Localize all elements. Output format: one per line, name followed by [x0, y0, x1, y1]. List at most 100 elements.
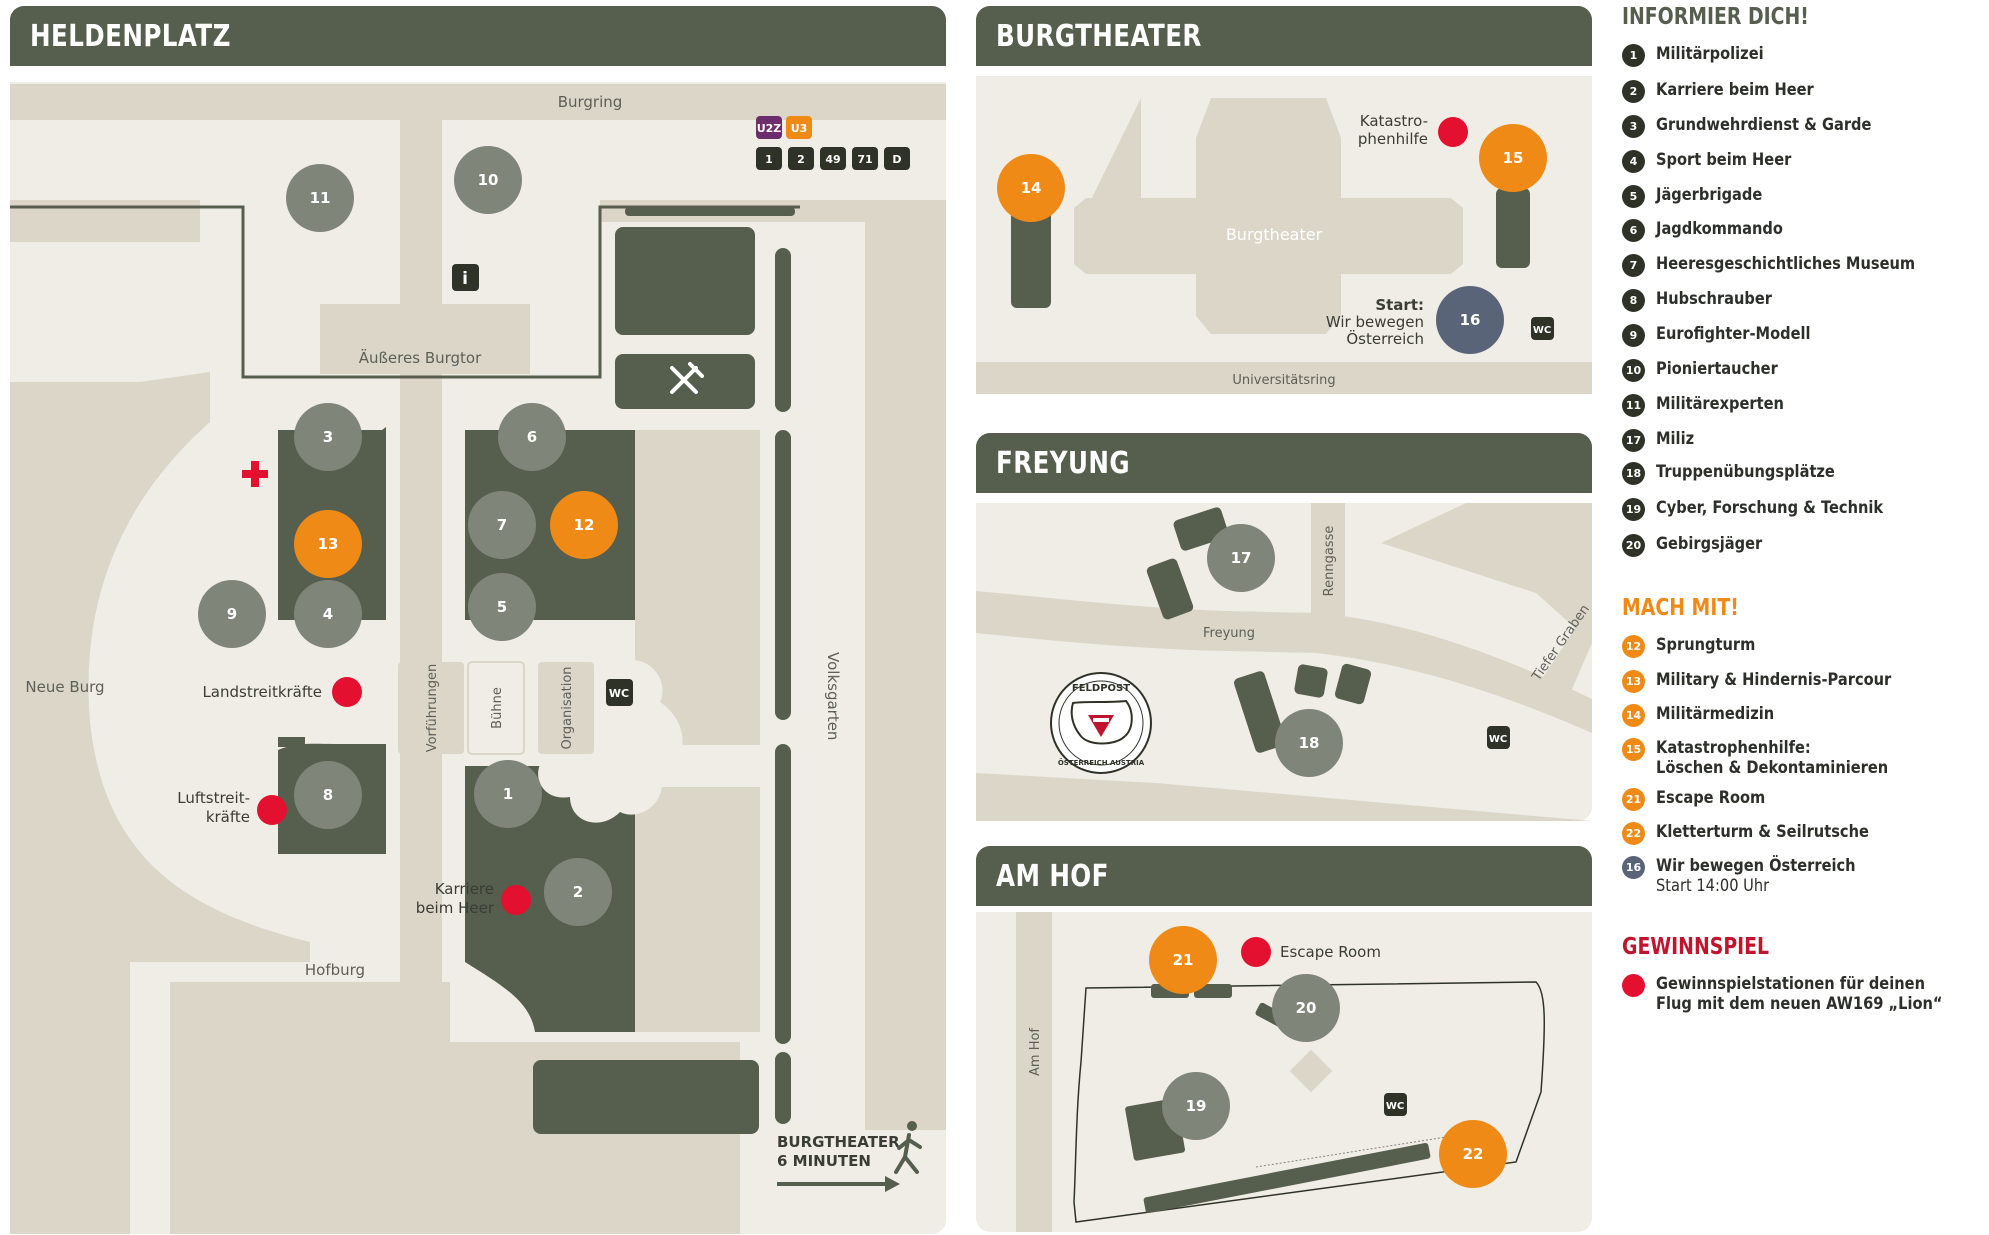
svg-text:19: 19 [1186, 1097, 1207, 1115]
svg-text:13: 13 [318, 535, 339, 553]
gewinnspiel-dot-escape-room[interactable] [1241, 937, 1271, 967]
wc-icon: WC [1384, 1093, 1407, 1116]
svg-text:FELDPOST: FELDPOST [1072, 683, 1130, 694]
arrow-right-icon [777, 1176, 900, 1192]
burgtheater-walk-1: BURGTHEATER [777, 1133, 900, 1151]
legend-label-12: Sprungturm [1656, 635, 1756, 655]
street-am-hof: Am Hof [1028, 1028, 1043, 1076]
station-10[interactable]: 10 [454, 146, 522, 214]
label-escape-room: Escape Room [1280, 943, 1381, 961]
label-neue-burg: Neue Burg [25, 678, 104, 696]
legend-label-11: Militärexperten [1656, 394, 1784, 414]
svg-text:22: 22 [1463, 1145, 1484, 1163]
gewinnspiel-dot-landstreitkraefte[interactable] [332, 677, 362, 707]
tram-2: 2 [788, 147, 814, 170]
info-icon: i [452, 264, 479, 291]
amhof-panel: AM HOF 21 20 19 22 Escape Room Am Hof WC [976, 846, 1592, 1232]
label-landstreitkraefte: Landstreitkräfte [202, 683, 322, 701]
station-22[interactable]: 22 [1439, 1120, 1507, 1188]
legend-heading-gewinnspiel: GEWINNSPIEL [1622, 934, 1770, 960]
legend-item-2: 2 Karriere beim Heer [1622, 80, 1839, 104]
label-start-2: Wir bewegen [1326, 313, 1424, 331]
station-21[interactable]: 21 [1149, 926, 1217, 994]
gewinnspiel-dot-karriere[interactable] [501, 885, 531, 915]
legend-badge-10: 10 [1622, 359, 1645, 382]
legend-badge-1: 1 [1622, 44, 1645, 67]
legend-heading-machmit: MACH MIT! [1622, 595, 1739, 621]
svg-text:2: 2 [797, 153, 805, 166]
legend-badge-9: 9 [1622, 324, 1645, 347]
legend-label-5: Jägerbrigade [1656, 185, 1763, 205]
station-14[interactable]: 14 [997, 154, 1065, 222]
street-renngasse: Renngasse [1322, 526, 1337, 597]
legend: INFORMIER DICH! MACH MIT! GEWINNSPIEL Ge… [1622, 0, 1943, 1235]
legend-label-2: Karriere beim Heer [1656, 80, 1814, 100]
label-karriere-1: Karriere [435, 880, 494, 898]
svg-text:20: 20 [1296, 999, 1317, 1017]
wc-icon: WC [1487, 726, 1510, 749]
label-hofburg: Hofburg [305, 961, 365, 979]
legend-label-8: Hubschrauber [1656, 289, 1772, 309]
transit-u3: U3 [786, 116, 812, 139]
station-7[interactable]: 7 [468, 491, 536, 559]
station-1[interactable]: 1 [474, 760, 542, 828]
svg-text:5: 5 [497, 598, 507, 616]
station-18[interactable]: 18 [1275, 709, 1343, 777]
freyung-panel: FREYUNG 17 18 Freyung Renngasse Tiefer G… [976, 433, 1593, 821]
station-15[interactable]: 15 [1479, 124, 1547, 192]
gewinnspiel-dot-katastrophenhilfe[interactable] [1438, 117, 1468, 147]
station-17[interactable]: 17 [1207, 524, 1275, 592]
svg-text:17: 17 [1231, 549, 1252, 567]
legend-badge-14: 14 [1622, 704, 1645, 727]
station-2[interactable]: 2 [544, 858, 612, 926]
station-6[interactable]: 6 [498, 403, 566, 471]
legend-label-18: Truppenübungsplätze [1656, 462, 1835, 482]
station-12[interactable]: 12 [550, 491, 618, 559]
label-vorfuehrungen: Vorführungen [425, 664, 440, 753]
svg-text:WC: WC [1386, 1101, 1404, 1112]
legend-badge-16: 16 [1622, 856, 1645, 879]
legend-badge-2: 2 [1622, 80, 1645, 103]
svg-text:10: 10 [478, 171, 499, 189]
legend-gewinnspiel-label: Gewinnspielstationen für deinen [1656, 974, 1925, 994]
legend-badge-3: 3 [1622, 115, 1645, 138]
svg-text:i: i [462, 269, 468, 289]
gewinnspiel-dot-icon [1622, 974, 1645, 997]
station-19[interactable]: 19 [1162, 1072, 1230, 1140]
gewinnspiel-dot-luftstreitkraefte[interactable] [257, 795, 287, 825]
freyung-header: FREYUNG [976, 433, 1592, 493]
station-11[interactable]: 11 [286, 164, 354, 232]
svg-text:D: D [892, 153, 901, 166]
station-8[interactable]: 8 [294, 761, 362, 829]
svg-text:71: 71 [857, 153, 872, 166]
label-burgtheater-building: Burgtheater [1226, 225, 1323, 244]
legend-badge-6: 6 [1622, 219, 1645, 242]
label-luftstreit-1: Luftstreit- [177, 789, 250, 807]
station-4[interactable]: 4 [294, 580, 362, 648]
legend-item-8: 8 Hubschrauber [1622, 289, 1791, 313]
svg-text:U2Z: U2Z [757, 122, 782, 135]
svg-text:WC: WC [609, 687, 629, 700]
station-13[interactable]: 13 [294, 510, 362, 578]
legend-badge-8: 8 [1622, 289, 1645, 312]
feldpost-stamp-icon: FELDPOST ÖSTERREICH AUSTRIA [1050, 672, 1152, 774]
svg-text:15: 15 [1503, 149, 1524, 167]
label-start-1: Start: [1375, 296, 1424, 314]
legend-badge-21: 21 [1622, 788, 1645, 811]
legend-label-16: Wir bewegen Österreich [1656, 856, 1856, 876]
station-5[interactable]: 5 [468, 573, 536, 641]
station-9[interactable]: 9 [198, 580, 266, 648]
legend-badge-12: 12 [1622, 635, 1645, 658]
legend-label-14: Militärmedizin [1656, 704, 1775, 724]
station-3[interactable]: 3 [294, 403, 362, 471]
legend-badge-7: 7 [1622, 254, 1645, 277]
station-20[interactable]: 20 [1272, 974, 1340, 1042]
station-16[interactable]: 16 [1436, 286, 1504, 354]
legend-item-14: 14 Militärmedizin [1622, 704, 1793, 728]
